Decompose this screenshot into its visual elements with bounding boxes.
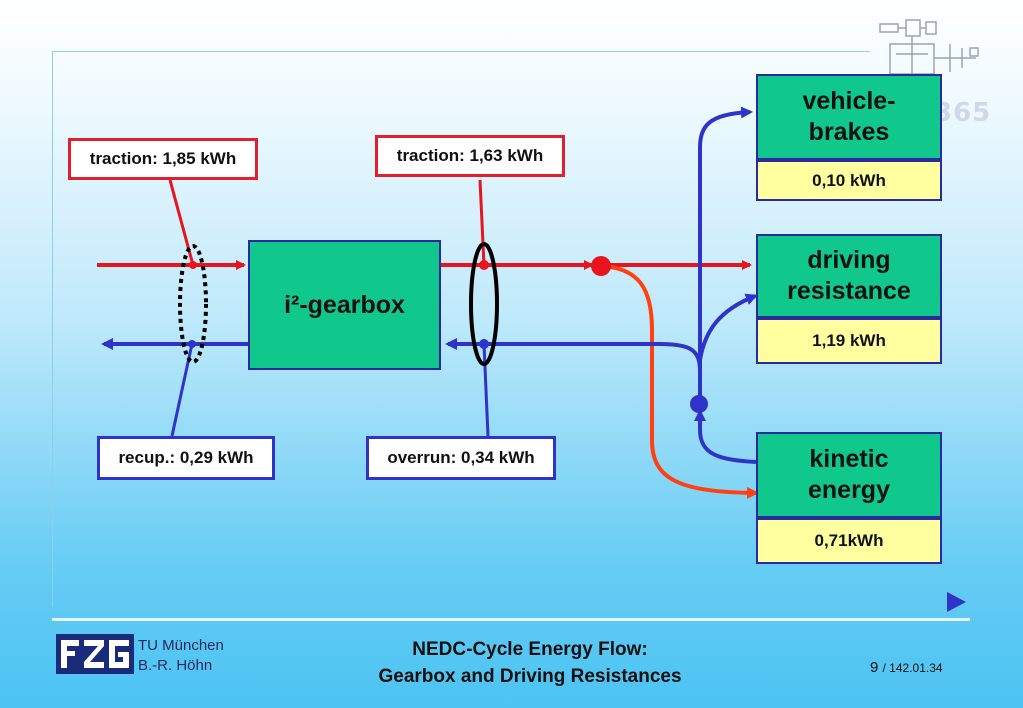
traction-in-connector xyxy=(168,179,195,266)
overrun-connector xyxy=(482,343,490,437)
to-brakes-line xyxy=(698,106,753,404)
recup-label: recup.: 0,29 kWh xyxy=(97,436,275,480)
slide-title-line2: Gearbox and Driving Resistances xyxy=(378,666,682,687)
kinetic-energy-value: 0,71kWh xyxy=(756,518,942,564)
to-resistance-line xyxy=(698,293,758,361)
page-suffix: / 142.01.34 xyxy=(882,661,943,675)
recup-node xyxy=(188,340,196,348)
kinetic-flow-line xyxy=(600,264,759,499)
slide-title: NEDC-Cycle Energy Flow: Gearbox and Driv… xyxy=(330,636,730,690)
driving-resistance-box: driving resistance xyxy=(756,234,942,318)
footer-org-line1: TU München xyxy=(138,637,224,654)
footer-org-line2: B.-R. Höhn xyxy=(138,657,213,674)
vehicle-brakes-value: 0,10 kWh xyxy=(756,160,942,201)
traction-out-connector xyxy=(478,179,486,266)
traction-in-label: traction: 1,85 kWh xyxy=(68,138,258,180)
page-number: 9 / 142.01.34 xyxy=(870,659,943,676)
kinetic-return-line xyxy=(694,409,757,464)
output-measurement-ellipse xyxy=(469,242,499,366)
kinetic-energy-box: kinetic energy xyxy=(756,432,942,518)
footer-divider xyxy=(52,618,970,621)
slide-title-line1: NEDC-Cycle Energy Flow: xyxy=(412,639,648,660)
input-measurement-ellipse xyxy=(178,244,208,364)
traction-out-node xyxy=(479,260,489,270)
traction-junction-node xyxy=(591,256,611,276)
driving-resistance-value: 1,19 kWh xyxy=(756,318,942,364)
overrun-label: overrun: 0,34 kWh xyxy=(366,436,556,480)
traction-in-node xyxy=(189,261,197,269)
page-current: 9 xyxy=(870,659,879,676)
next-arrow-icon[interactable] xyxy=(944,590,968,614)
circuit-icon xyxy=(879,19,979,75)
frame-line-top xyxy=(52,51,870,52)
recuperation-junction-node xyxy=(690,395,708,413)
decorative-number: 365 xyxy=(934,98,992,128)
fzg-logo xyxy=(56,634,134,674)
traction-out-label: traction: 1,63 kWh xyxy=(375,135,565,177)
gearbox-box: i²-gearbox xyxy=(248,240,441,370)
overrun-node xyxy=(479,339,489,349)
frame-line-left xyxy=(52,51,53,607)
footer-organization: TU München B.-R. Höhn xyxy=(138,636,224,676)
vehicle-brakes-box: vehicle- brakes xyxy=(756,74,942,160)
